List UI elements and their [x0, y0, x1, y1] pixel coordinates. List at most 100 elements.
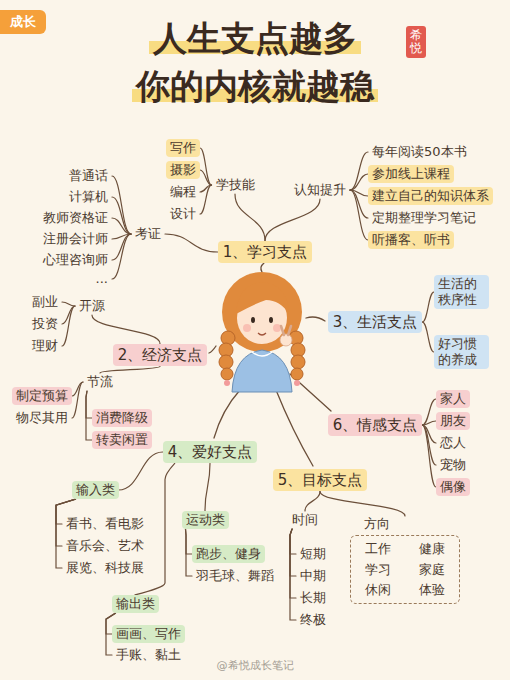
- mindmap-item: 跑步、健身: [192, 545, 265, 563]
- mindmap-item: 编程: [166, 183, 200, 201]
- node-text: 4、爱好支点: [168, 443, 253, 462]
- mindmap-item: 展览、科技展: [62, 559, 148, 577]
- branch-connector: [350, 152, 368, 190]
- branch-leader-lines: [209, 263, 331, 466]
- mindmap-item: 制定预算: [12, 387, 72, 405]
- branch-connector: [305, 491, 320, 511]
- mindmap-item: 家人: [436, 390, 470, 408]
- mindmap-item: 终极: [296, 611, 330, 629]
- mindmap-item: 音乐会、艺术: [62, 537, 148, 555]
- node-text: 音乐会、艺术: [66, 538, 144, 554]
- mindmap-item: 时间: [288, 511, 322, 529]
- mindmap-item: ...: [92, 270, 112, 288]
- mindmap-item: 副业: [28, 293, 62, 311]
- node-text: ...: [96, 271, 108, 287]
- node-text: 3、生活支点: [333, 313, 418, 332]
- branch-node: 6、情感支点: [328, 414, 423, 437]
- mindmap-item: 手账、黏土: [112, 646, 185, 664]
- mindmap-item: 普通话: [65, 167, 112, 185]
- branch-connector: [290, 529, 296, 620]
- branch-connector: [200, 185, 212, 214]
- node-text: 跑步、健身: [196, 546, 261, 562]
- node-text: 希悦: [410, 29, 422, 55]
- branch-connector: [422, 399, 436, 425]
- node-text: 建立自己的知识体系: [372, 188, 489, 204]
- node-text: 教师资格证: [43, 210, 108, 226]
- branch-connector: [235, 194, 265, 241]
- branch-connector: [422, 322, 434, 352]
- node-text: 时间: [292, 512, 318, 528]
- node-text: 学习: [365, 562, 391, 578]
- mindmap-item: 短期: [296, 545, 330, 563]
- branch-connector: [112, 218, 131, 234]
- branch-node: 1、学习支点: [218, 241, 313, 264]
- node-text: 投资: [32, 316, 58, 332]
- node-text: 中期: [300, 568, 326, 584]
- mindmap-item: 看书、看电影: [62, 515, 148, 533]
- node-text: 节流: [87, 374, 113, 390]
- node-text: 手账、黏土: [116, 647, 181, 663]
- branch-connector: [112, 176, 131, 234]
- node-text: 成长: [10, 14, 36, 30]
- mindmap-item: 理财: [28, 337, 62, 355]
- node-text: 终极: [300, 612, 326, 628]
- node-text: 恋人: [440, 435, 466, 451]
- node-text: 偶像: [440, 479, 466, 495]
- mindmap-item: 羽毛球、舞蹈: [192, 567, 278, 585]
- mindmap-item: 参加线上课程: [368, 165, 454, 183]
- mindmap-item: 生活的 秩序性: [434, 275, 489, 310]
- mindmap-item: 开源: [75, 297, 109, 315]
- mindmap-item: 注册会计师: [39, 230, 112, 248]
- node-text: 生活的 秩序性: [438, 276, 485, 309]
- branch-connector: [56, 499, 76, 568]
- mindmap-item: 偶像: [436, 478, 470, 496]
- mindmap-item: 教师资格证: [39, 209, 112, 227]
- mindmap-item: 物尽其用: [12, 409, 72, 427]
- branch-connector: [205, 463, 210, 511]
- node-text: 2、经济支点: [118, 346, 203, 365]
- node-text: 物尽其用: [16, 410, 68, 426]
- node-text: 家人: [440, 391, 466, 407]
- node-text: 宠物: [440, 457, 466, 473]
- mindmap-item: 投资: [28, 315, 62, 333]
- title-block: 人生支点越多 你的内核就越稳: [105, 14, 405, 110]
- node-text: 健康: [419, 541, 445, 557]
- node-text: 编程: [170, 184, 196, 200]
- branch-node: 4、爱好支点: [163, 441, 258, 464]
- mindmap-item: 转卖闲置: [92, 431, 152, 449]
- node-text: 计算机: [69, 189, 108, 205]
- branch-connector: [422, 425, 436, 487]
- branch-connector: [100, 366, 160, 373]
- mindmap-item: 中期: [296, 567, 330, 585]
- node-text: 副业: [32, 294, 58, 310]
- branch-connector: [112, 197, 131, 234]
- mindmap-item: 认知提升: [290, 181, 350, 199]
- mindmap-item: 朋友: [436, 412, 470, 430]
- mindmap-item: 消费降级: [92, 409, 152, 427]
- node-text: 运动类: [186, 512, 225, 528]
- node-text: 开源: [79, 298, 105, 314]
- mindmap-item: 输出类: [112, 595, 159, 613]
- mindmap-item: 节流: [83, 373, 117, 391]
- branch-node: 2、经济支点: [113, 344, 208, 367]
- mindmap-item: 听播客、听书: [368, 231, 454, 249]
- branch-connector: [350, 174, 368, 190]
- branch-connector: [320, 491, 405, 516]
- mindmap-item: 心理咨询师: [39, 251, 112, 269]
- node-text: 短期: [300, 546, 326, 562]
- node-text: 朋友: [440, 413, 466, 429]
- node-text: 摄影: [170, 162, 196, 178]
- branch-connector: [112, 234, 131, 279]
- node-text: 长期: [300, 590, 326, 606]
- mindmap-item: 建立自己的知识体系: [368, 187, 493, 205]
- box-heading: 方向: [350, 516, 460, 532]
- node-text: 转卖闲置: [96, 432, 148, 448]
- branch-connector: [119, 452, 163, 490]
- node-text: 展览、科技展: [66, 560, 144, 576]
- title-text: 人生支点越多 你的内核就越稳: [132, 18, 378, 106]
- branch-connector: [290, 529, 296, 598]
- node-text: 认知提升: [294, 182, 346, 198]
- node-text: 好习惯 的养成: [438, 336, 485, 369]
- node-text: 消费降级: [96, 410, 148, 426]
